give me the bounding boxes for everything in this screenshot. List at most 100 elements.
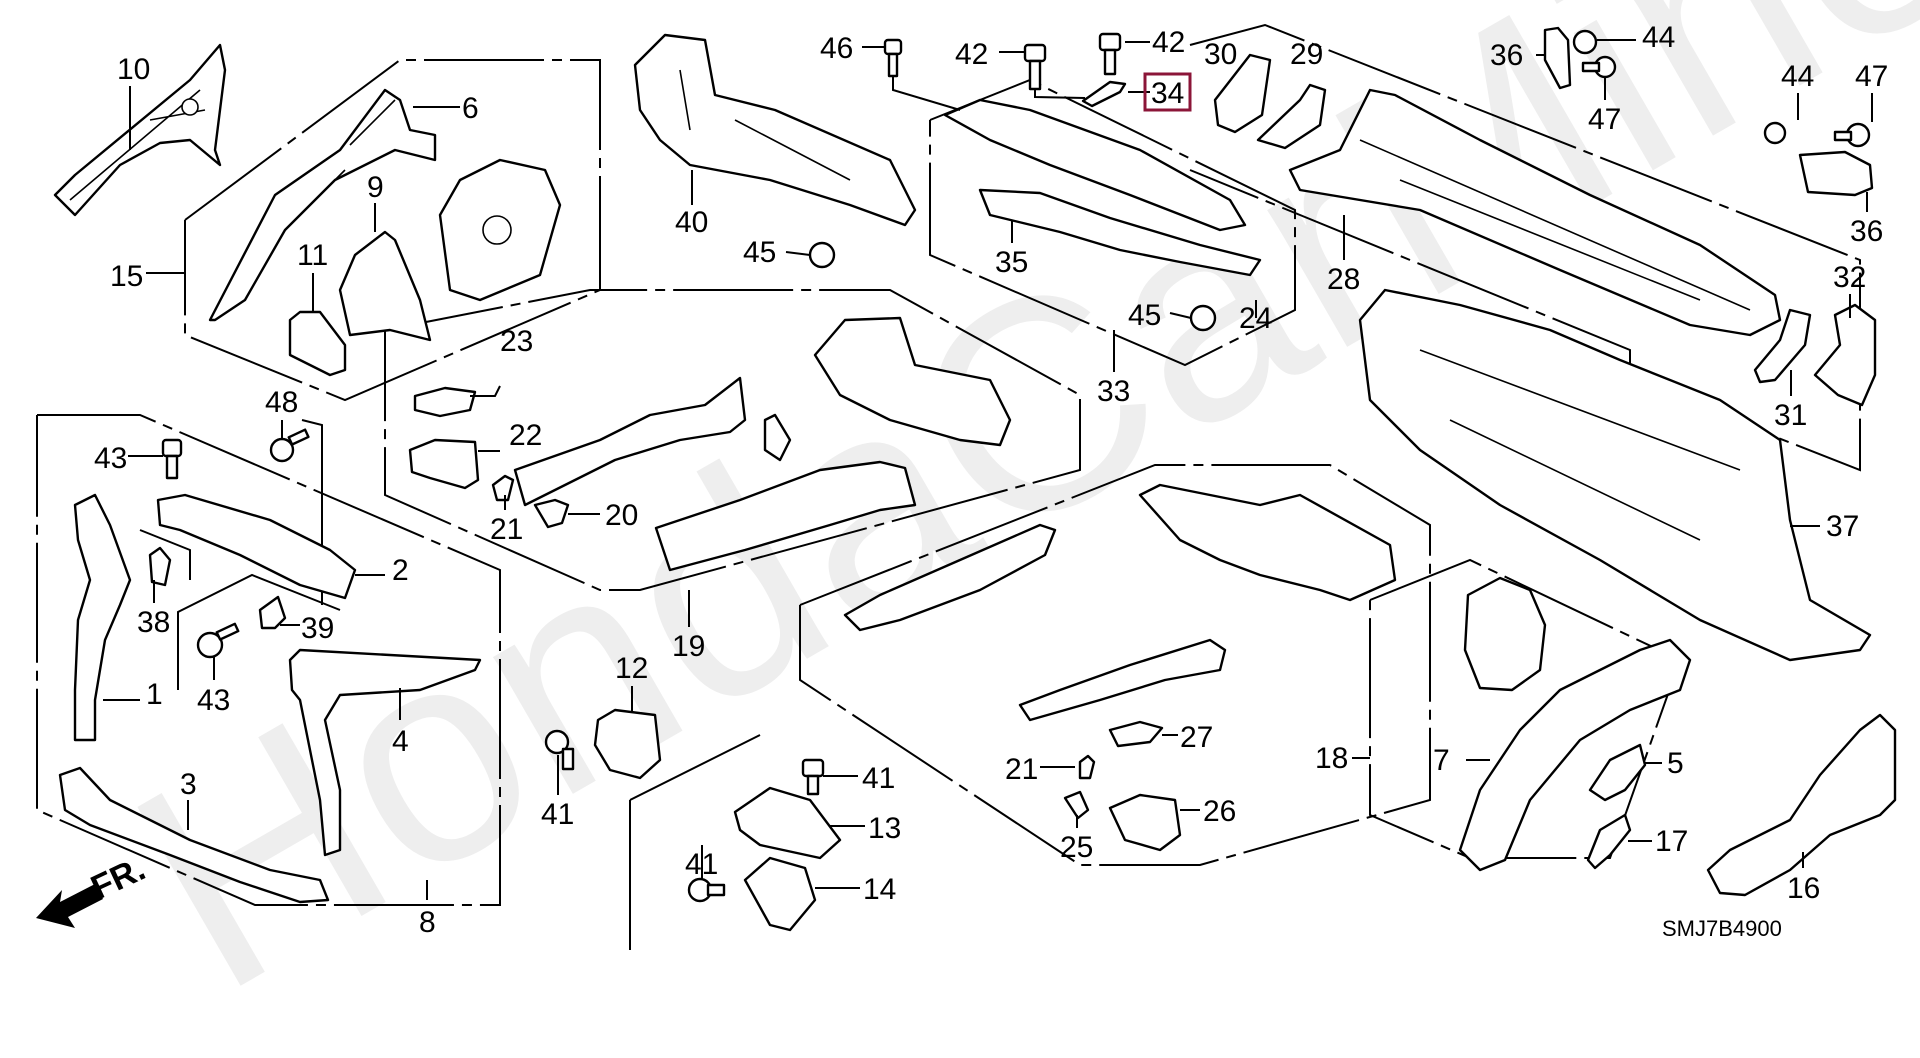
callout-17[interactable]: 17 <box>1655 825 1688 858</box>
group-2-bracket <box>139 529 191 580</box>
callout-48[interactable]: 48 <box>265 386 298 419</box>
callout-19[interactable]: 19 <box>672 630 705 663</box>
part-36a-bracket <box>1543 26 1572 90</box>
callout-37[interactable]: 37 <box>1826 510 1859 543</box>
part-21a-clip <box>491 474 515 502</box>
part-frame-rail-upper <box>513 376 747 507</box>
callout-41a[interactable]: 41 <box>541 798 574 831</box>
part-24-floor-crossmember <box>1138 483 1397 602</box>
callout-36a[interactable]: 36 <box>1490 39 1523 72</box>
part-34-bracket <box>1081 80 1127 108</box>
part-21b-clip <box>1078 754 1096 780</box>
part-40-dash-side <box>633 33 917 227</box>
part-3-lower-crossmember <box>58 766 330 904</box>
callout-45a[interactable]: 45 <box>743 236 776 269</box>
part-25-clip <box>1063 790 1090 820</box>
callout-30[interactable]: 30 <box>1204 38 1237 71</box>
part-27-plate <box>1108 720 1164 748</box>
group-boundaries <box>36 23 1861 950</box>
callout-29[interactable]: 29 <box>1290 38 1323 71</box>
part-37-dashboard-lower <box>1358 288 1872 662</box>
callout-47a[interactable]: 47 <box>1588 103 1621 136</box>
callout-38[interactable]: 38 <box>137 606 170 639</box>
callout-33[interactable]: 33 <box>1097 375 1130 408</box>
callout-43b[interactable]: 43 <box>197 684 230 717</box>
part-10-upper-member <box>53 43 227 217</box>
callout-23[interactable]: 23 <box>500 325 533 358</box>
part-17-gusset <box>1586 813 1632 870</box>
callout-44b[interactable]: 44 <box>1781 60 1814 93</box>
callout-14[interactable]: 14 <box>863 873 896 906</box>
callout-47b[interactable]: 47 <box>1855 60 1888 93</box>
bolt-43b <box>196 622 240 659</box>
group-18b-boundary <box>1369 558 1682 859</box>
bolt-42b <box>1098 32 1122 76</box>
part-10-hole <box>181 98 199 116</box>
parts <box>53 26 1897 932</box>
group-13-top <box>629 734 761 801</box>
callout-11[interactable]: 11 <box>297 239 328 272</box>
callout-10[interactable]: 10 <box>117 53 150 86</box>
callout-16[interactable]: 16 <box>1787 872 1820 905</box>
part-frame-rail-rear <box>843 523 1057 632</box>
bolt-41c <box>687 877 726 903</box>
callout-34[interactable]: 34 <box>1151 77 1184 110</box>
part-20-bracket <box>533 498 570 529</box>
callout-1[interactable]: 1 <box>146 678 163 711</box>
callout-12[interactable]: 12 <box>615 652 648 685</box>
bolt-47a <box>1581 55 1617 79</box>
part-33-cowl <box>943 98 1247 232</box>
part-37-detail <box>1419 349 1741 541</box>
callout-2[interactable]: 2 <box>392 554 409 587</box>
callout-27[interactable]: 27 <box>1180 721 1213 754</box>
bolt-41b <box>801 758 825 796</box>
callout-41b[interactable]: 41 <box>862 762 895 795</box>
part-36b-bracket <box>1798 150 1874 197</box>
diagram-code: SMJ7B4900 <box>1662 916 1782 941</box>
callout-39[interactable]: 39 <box>301 612 334 645</box>
part-small-clip <box>763 413 792 462</box>
callout-40[interactable]: 40 <box>675 206 708 239</box>
callout-32[interactable]: 32 <box>1833 261 1866 294</box>
callout-46[interactable]: 46 <box>820 32 853 65</box>
bolt-42a <box>1023 43 1047 91</box>
callout-9[interactable]: 9 <box>367 171 384 204</box>
part-31-bracket <box>1753 308 1812 384</box>
callout-21b[interactable]: 21 <box>1005 753 1038 786</box>
callout-13[interactable]: 13 <box>868 812 901 845</box>
callout-5[interactable]: 5 <box>1667 747 1684 780</box>
callout-24[interactable]: 24 <box>1239 302 1272 335</box>
callout-26[interactable]: 26 <box>1203 795 1236 828</box>
callout-15[interactable]: 15 <box>110 260 143 293</box>
front-direction-indicator: FR. <box>36 850 151 928</box>
nut-44a <box>1572 29 1598 55</box>
callout-4[interactable]: 4 <box>392 725 409 758</box>
callout-28[interactable]: 28 <box>1327 263 1360 296</box>
callout-36b[interactable]: 36 <box>1850 215 1883 248</box>
callout-44a[interactable]: 44 <box>1642 21 1675 54</box>
callout-3[interactable]: 3 <box>180 768 197 801</box>
callout-43a[interactable]: 43 <box>94 442 127 475</box>
callout-35[interactable]: 35 <box>995 246 1028 279</box>
part-shock-tower-hole <box>482 215 512 245</box>
callout-31[interactable]: 31 <box>1774 399 1807 432</box>
part-39-bracket <box>258 595 287 630</box>
callout-42b[interactable]: 42 <box>1152 26 1185 59</box>
clip-45b <box>1189 304 1217 332</box>
callout-41c[interactable]: 41 <box>685 848 718 881</box>
callout-45b[interactable]: 45 <box>1128 299 1161 332</box>
callout-25[interactable]: 25 <box>1060 831 1093 864</box>
callout-6[interactable]: 6 <box>462 92 479 125</box>
callout-22[interactable]: 22 <box>509 419 542 452</box>
callout-8[interactable]: 8 <box>419 906 436 939</box>
callout-18[interactable]: 18 <box>1315 742 1348 775</box>
clip-45a <box>808 241 836 269</box>
part-6-upper-wheelhouse <box>208 88 437 322</box>
callout-42a[interactable]: 42 <box>955 38 988 71</box>
part-26-bracket <box>1108 793 1182 852</box>
part-2-upper-crossmember <box>156 493 357 600</box>
callout-20[interactable]: 20 <box>605 499 638 532</box>
part-9-wheelhouse <box>338 230 432 342</box>
callout-21a[interactable]: 21 <box>490 513 523 546</box>
callout-7[interactable]: 7 <box>1433 744 1450 777</box>
